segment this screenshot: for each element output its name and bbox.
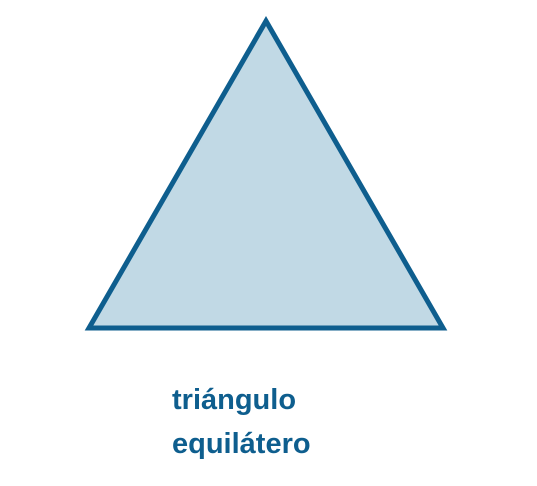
equilateral-triangle bbox=[84, 15, 448, 331]
shape-label-line-2: equilátero bbox=[172, 428, 311, 460]
shape-label: triángulo equilátero bbox=[172, 378, 311, 466]
equilateral-triangle-figure bbox=[84, 15, 448, 331]
shape-label-line-1: triángulo bbox=[172, 384, 297, 416]
